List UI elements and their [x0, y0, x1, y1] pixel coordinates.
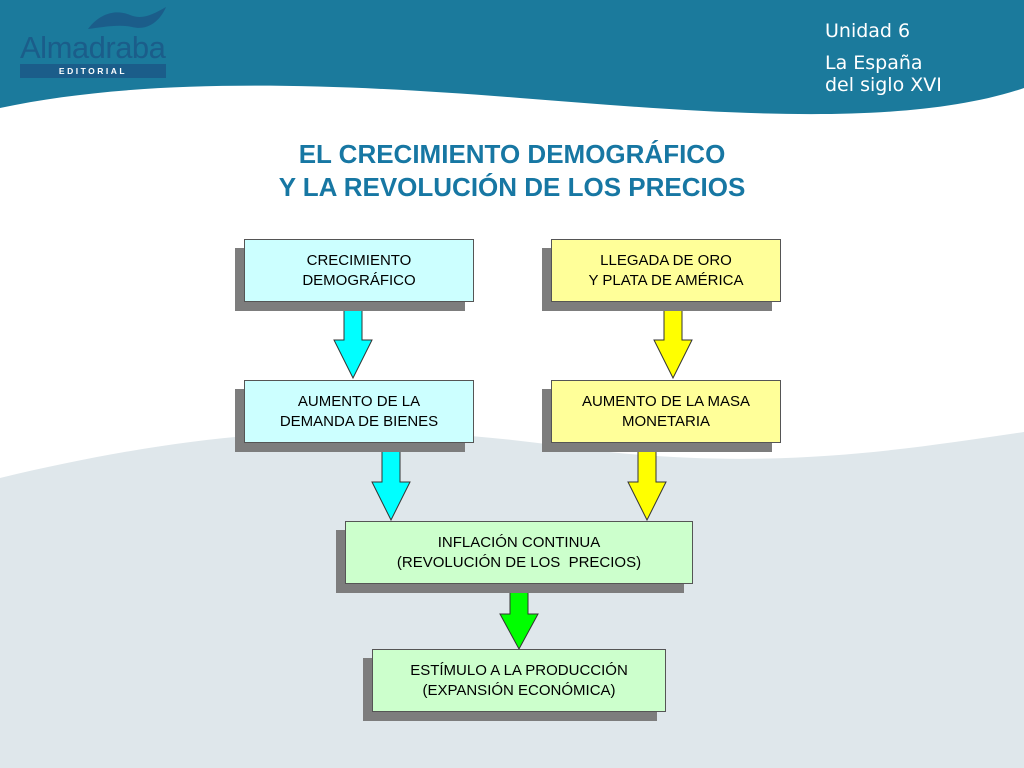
- node-label-line2: (EXPANSIÓN ECONÓMICA): [422, 681, 616, 699]
- arrow-money-to-inflation: [627, 443, 667, 522]
- node-label-line2: (REVOLUCIÓN DE LOS PRECIOS): [396, 553, 642, 571]
- node-gold-silver-arrival: LLEGADA DE ORO Y PLATA DE AMÉRICA: [551, 239, 781, 302]
- node-label-line2: DEMANDA DE BIENES: [279, 412, 439, 430]
- node-label-line2: DEMOGRÁFICO: [302, 271, 416, 289]
- unit-topic-line2: del siglo XVI: [825, 74, 942, 96]
- unit-number: Unidad 6: [825, 20, 911, 42]
- title-line2: Y LA REVOLUCIÓN DE LOS PRECIOS: [278, 172, 746, 202]
- logo-subtitle: EDITORIAL: [20, 64, 166, 78]
- node-label-line2: Y PLATA DE AMÉRICA: [588, 271, 744, 289]
- arrow-growth-to-demand: [333, 302, 373, 380]
- node-continuous-inflation: INFLACIÓN CONTINUA (REVOLUCIÓN DE LOS PR…: [345, 521, 693, 584]
- wave-icon: [88, 7, 166, 29]
- node-money-supply-increase: AUMENTO DE LA MASA MONETARIA: [551, 380, 781, 443]
- node-production-stimulus: ESTÍMULO A LA PRODUCCIÓN (EXPANSIÓN ECON…: [372, 649, 666, 712]
- arrow-inflation-to-stimulus: [499, 584, 539, 651]
- node-demographic-growth: CRECIMIENTO DEMOGRÁFICO: [244, 239, 474, 302]
- header-band: [0, 0, 1024, 115]
- unit-topic-line1: La España: [825, 52, 923, 74]
- title-line1: EL CRECIMIENTO DEMOGRÁFICO: [298, 139, 726, 169]
- slide-title: EL CRECIMIENTO DEMOGRÁFICO Y LA REVOLUCI…: [0, 138, 1024, 204]
- node-label-line1: ESTÍMULO A LA PRODUCCIÓN: [410, 661, 628, 679]
- node-label-line1: LLEGADA DE ORO: [600, 251, 732, 269]
- node-demand-increase: AUMENTO DE LA DEMANDA DE BIENES: [244, 380, 474, 443]
- arrow-gold-to-money: [653, 302, 693, 380]
- unit-label: Unidad 6 La España del siglo XVI: [825, 20, 942, 96]
- arrow-demand-to-inflation: [371, 443, 411, 522]
- logo-name: Almadraba: [20, 30, 166, 65]
- node-label-line1: INFLACIÓN CONTINUA: [437, 533, 601, 551]
- node-label-line2: MONETARIA: [621, 412, 711, 430]
- node-label-line1: AUMENTO DE LA MASA: [581, 392, 751, 410]
- node-label-line1: AUMENTO DE LA: [297, 392, 421, 410]
- node-label-line1: CRECIMIENTO: [306, 251, 412, 269]
